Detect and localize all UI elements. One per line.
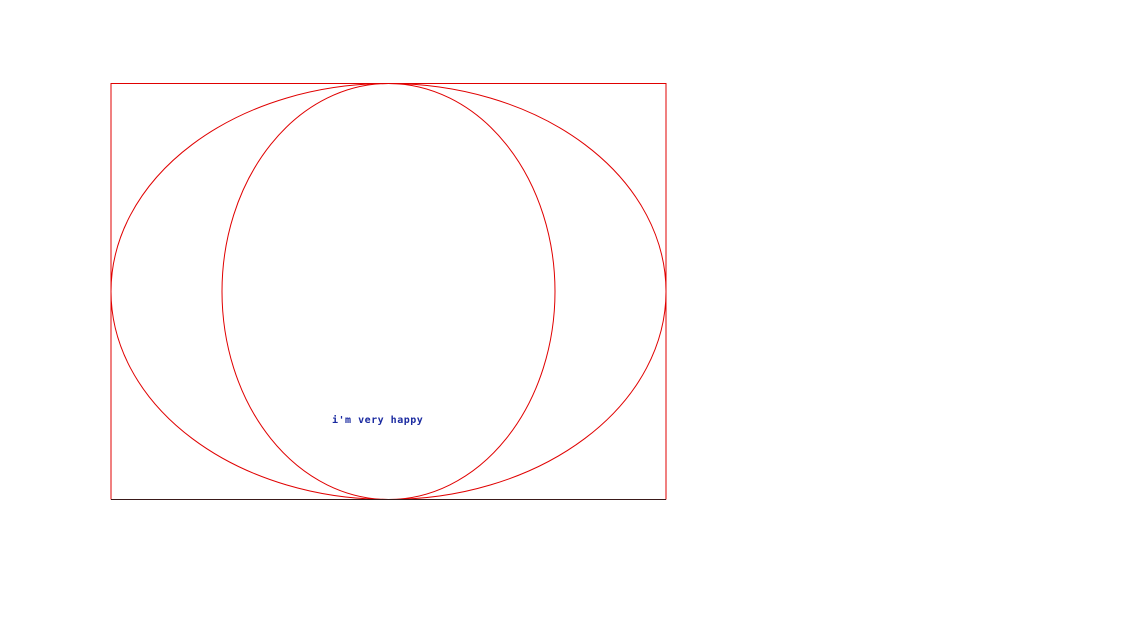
caption-text: i'm very happy <box>332 415 424 426</box>
wide-ellipse <box>110 83 667 500</box>
rectangle-top-and-sides <box>110 83 667 500</box>
shape-group <box>110 83 667 500</box>
narrow-ellipse <box>221 83 556 500</box>
